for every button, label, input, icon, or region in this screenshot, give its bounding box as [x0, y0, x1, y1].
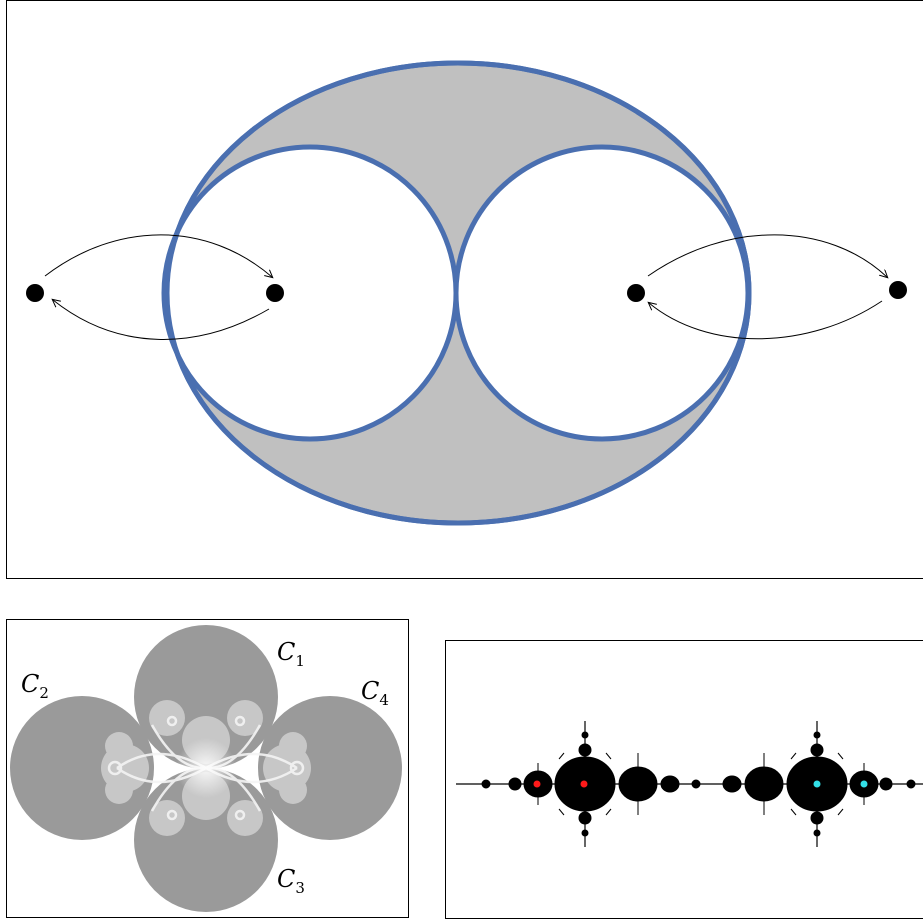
dot-far-left: [26, 284, 44, 302]
top-diagram-svg: [26, 60, 907, 526]
disk-c4: [258, 696, 402, 840]
four-circles-svg: [10, 625, 402, 912]
fractal-set-panel: [445, 640, 923, 919]
schottky-double-diagram: [6, 0, 923, 579]
marker-red-1: [533, 780, 541, 788]
fractal-svg: [456, 721, 923, 847]
dot-inner-left: [266, 284, 284, 302]
left-top-arrow: [44, 234, 272, 277]
label-c4: C4: [361, 677, 389, 709]
right-circle: [453, 144, 751, 442]
marker-red-2: [580, 780, 588, 788]
disk-c2: [10, 696, 154, 840]
left-circle: [161, 144, 459, 442]
dot-far-right: [889, 281, 907, 299]
left-bottom-arrow: [53, 300, 270, 340]
label-c3: C3: [277, 865, 305, 897]
dot-inner-right: [627, 284, 645, 302]
right-bottom-arrow: [649, 300, 883, 340]
four-circles-limit-set: C1 C2 C3 C4: [6, 619, 409, 918]
marker-cyan-1: [813, 780, 821, 788]
marker-cyan-2: [860, 780, 868, 788]
label-c1: C1: [277, 638, 305, 670]
label-c2: C2: [21, 670, 49, 702]
right-top-arrow: [647, 234, 887, 277]
